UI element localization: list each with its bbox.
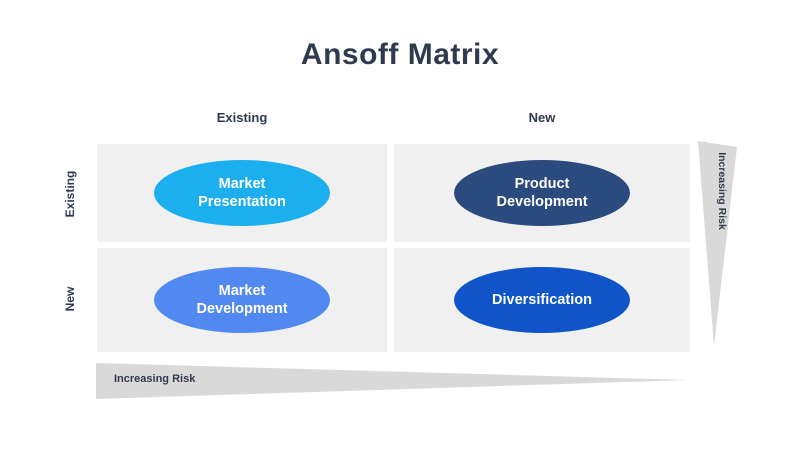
horizontal-risk-label: Increasing Risk [114, 373, 196, 385]
quadrant-existing-existing: Market Presentation [97, 144, 387, 242]
page-title: Ansoff Matrix [300, 38, 500, 71]
market-development-label: Market Development [196, 282, 288, 317]
row-header-existing: Existing [63, 170, 77, 218]
column-header-new: New [528, 110, 556, 125]
vertical-risk-label: Increasing Risk [716, 152, 728, 230]
product-development-ellipse: Product Development [454, 160, 630, 226]
market-development-ellipse: Market Development [154, 267, 330, 333]
column-header-existing: Existing [216, 110, 268, 125]
row-header-new: New [63, 286, 77, 312]
quadrant-new-existing: Market Development [97, 248, 387, 352]
market-presentation-ellipse: Market Presentation [154, 160, 330, 226]
product-development-label: Product Development [496, 175, 588, 210]
market-presentation-label: Market Presentation [198, 175, 286, 210]
diversification-label: Diversification [492, 291, 592, 308]
quadrant-new-new: Diversification [394, 248, 690, 352]
diversification-ellipse: Diversification [454, 267, 630, 333]
quadrant-existing-new: Product Development [394, 144, 690, 242]
